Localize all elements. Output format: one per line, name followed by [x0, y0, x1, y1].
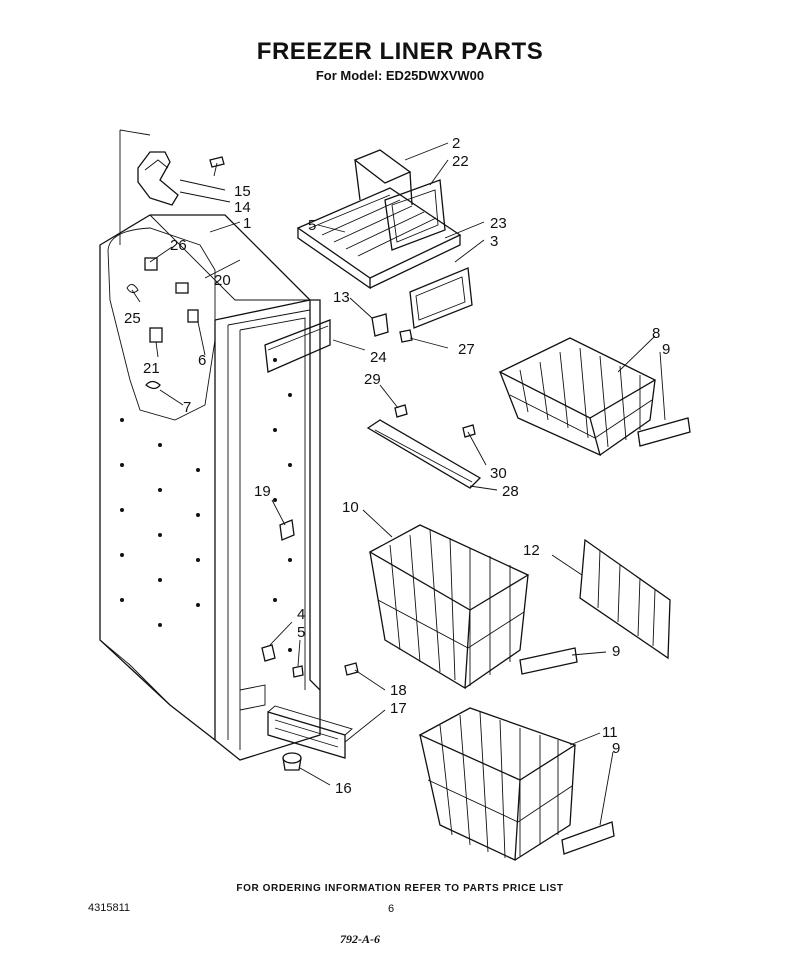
callout-12: 12 — [523, 542, 540, 559]
callout-23: 23 — [490, 215, 507, 232]
callout-22: 22 — [452, 153, 469, 170]
callout-28: 28 — [502, 483, 519, 500]
document-number: 4315811 — [88, 902, 131, 914]
callout-16: 16 — [335, 780, 352, 797]
callout-9-middle: 9 — [612, 643, 620, 660]
callout-26: 26 — [170, 237, 187, 254]
callout-25: 25 — [124, 310, 141, 327]
callout-8: 8 — [652, 325, 660, 342]
callout-14: 14 — [234, 199, 251, 216]
air-diffuser — [264, 319, 331, 373]
screw-18 — [344, 662, 359, 676]
model-subtitle: For Model: ED25DWXVW00 — [315, 68, 485, 83]
callout-15: 15 — [234, 183, 251, 200]
leader-lines — [119, 129, 666, 826]
callout-13: 13 — [333, 289, 350, 306]
ordering-footer: FOR ORDERING INFORMATION REFER TO PARTS … — [236, 883, 564, 894]
callout-19: 19 — [254, 483, 271, 500]
sensor-clip — [279, 519, 295, 541]
callout-20: 20 — [214, 272, 231, 289]
callout-labels: 2 22 23 3 5 15 14 1 26 20 25 6 21 7 13 2… — [124, 135, 670, 797]
callout-5-lower: 5 — [297, 624, 305, 641]
callout-24: 24 — [370, 349, 387, 366]
shelf-divider — [579, 538, 671, 660]
page-title: FREEZER LINER PARTS — [256, 38, 544, 65]
latch-screw — [399, 329, 413, 343]
revision-code: 792-A-6 — [340, 932, 380, 946]
callout-3: 3 — [490, 233, 498, 250]
liner-mounting-holes — [120, 358, 292, 652]
callout-29: 29 — [364, 371, 381, 388]
callout-6: 6 — [198, 352, 206, 369]
page-number: 6 — [388, 903, 395, 915]
callout-18: 18 — [390, 682, 407, 699]
shelf-rail — [366, 404, 482, 489]
callout-30: 30 — [490, 465, 507, 482]
latch — [371, 313, 389, 337]
callout-1: 1 — [243, 215, 251, 232]
callout-27: 27 — [458, 341, 475, 358]
handle-bracket — [137, 151, 179, 206]
bottom-trim — [267, 705, 353, 759]
callout-9-lower: 9 — [612, 740, 620, 757]
callout-7: 7 — [183, 399, 191, 416]
lower-basket — [418, 707, 577, 861]
callout-10: 10 — [342, 499, 359, 516]
basket-clip-upper — [637, 417, 691, 447]
callout-11: 11 — [602, 724, 618, 741]
screw-lower — [292, 665, 304, 678]
callout-17: 17 — [390, 700, 407, 717]
upper-basket — [498, 337, 657, 457]
callout-4: 4 — [297, 606, 305, 623]
freezer-liner — [99, 214, 321, 761]
middle-basket — [368, 524, 530, 690]
callout-2: 2 — [452, 135, 460, 152]
basket-clip-lower — [561, 821, 615, 855]
foot-cap — [282, 752, 302, 771]
upper-shelf-assembly — [296, 149, 473, 329]
callout-21: 21 — [143, 360, 160, 377]
bracket-screw — [209, 156, 225, 177]
callout-9-upper: 9 — [662, 341, 670, 358]
basket-clip-middle — [519, 647, 578, 675]
callout-5-upper: 5 — [308, 217, 316, 234]
shelf-support-lower — [261, 644, 276, 662]
